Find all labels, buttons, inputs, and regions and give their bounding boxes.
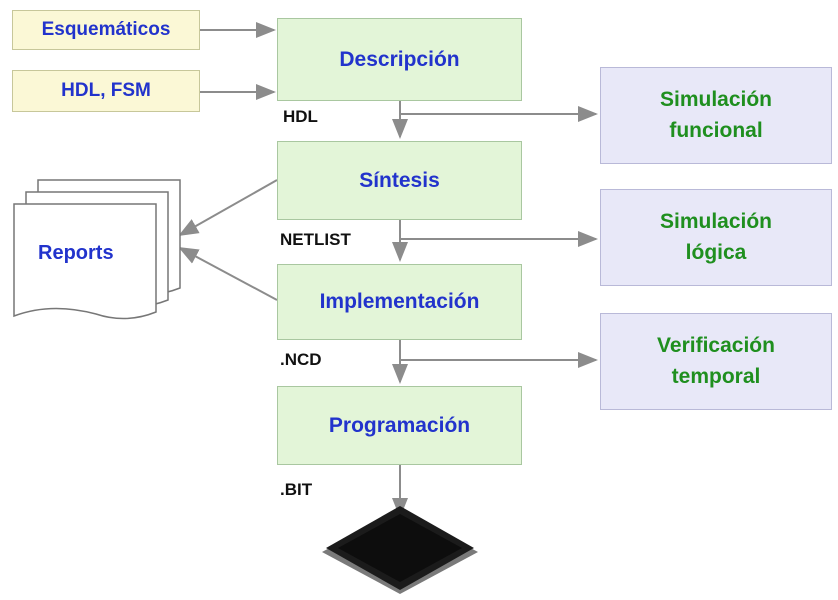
hdl-output-label: HDL <box>283 107 318 126</box>
schematics-label: Esquemáticos <box>41 19 171 40</box>
implementation-label: Implementación <box>319 290 480 313</box>
logic-simulation-label: Simulación lógica <box>659 210 773 264</box>
functional-simulation-box: Simulación funcional <box>600 67 832 164</box>
bit-output-label: .BIT <box>280 480 313 499</box>
programming-label: Programación <box>328 413 471 437</box>
description-stage-box: Descripción <box>277 18 522 101</box>
arrow-synthesis-to-reports <box>178 179 278 236</box>
fpga-chip-icon <box>322 506 478 594</box>
synthesis-stage-box: Síntesis <box>277 141 522 220</box>
reports-label: Reports <box>38 242 114 264</box>
implementation-stage-box: Implementación <box>277 264 522 340</box>
timing-verification-label: Verificación temporal <box>657 334 775 388</box>
schematics-input-box: Esquemáticos <box>12 10 200 50</box>
synthesis-label: Síntesis <box>359 168 440 192</box>
reports-document-icon <box>13 179 181 320</box>
arrow-implementation-to-reports <box>178 247 278 301</box>
description-label: Descripción <box>339 47 460 71</box>
hdl-fsm-label: HDL, FSM <box>61 80 151 101</box>
netlist-output-label: NETLIST <box>280 230 351 249</box>
functional-simulation-label: Simulación funcional <box>659 88 773 142</box>
hdl-fsm-input-box: HDL, FSM <box>12 70 200 112</box>
logic-simulation-box: Simulación lógica <box>600 189 832 286</box>
programming-stage-box: Programación <box>277 386 522 465</box>
timing-verification-box: Verificación temporal <box>600 313 832 410</box>
ncd-output-label: .NCD <box>280 350 322 369</box>
